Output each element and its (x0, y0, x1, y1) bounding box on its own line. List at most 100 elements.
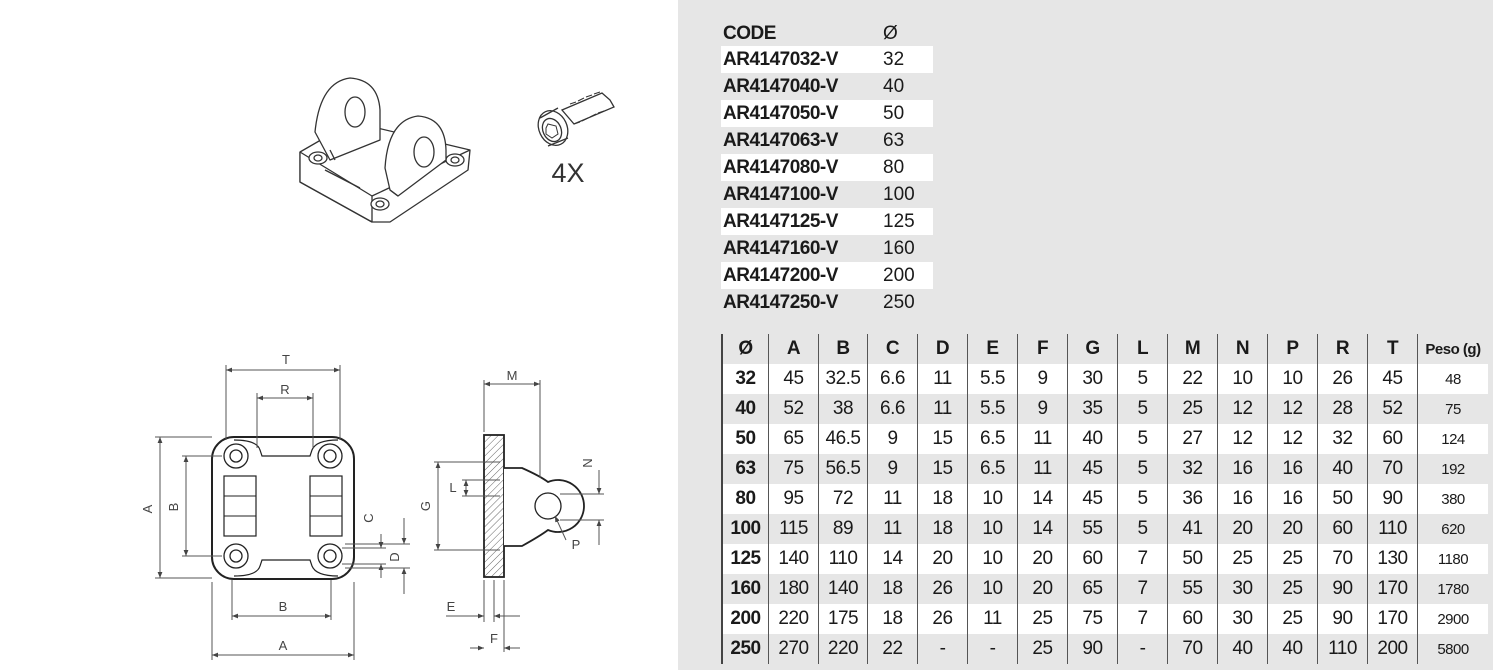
code-cell: AR4147125-V (721, 208, 881, 235)
dim-cell: 50 (1317, 484, 1368, 514)
dim-cell: 30 (1217, 604, 1268, 634)
dim-label-B-bottom: B (279, 599, 288, 614)
dim-cell: 380 (1417, 484, 1488, 514)
dim-header-cell: E (967, 334, 1018, 364)
code-cell: AR4147032-V (721, 46, 881, 73)
dim-header-cell: F (1017, 334, 1068, 364)
dim-label-T: T (282, 352, 290, 367)
dim-label-A-side: A (140, 504, 155, 513)
dim-label-R: R (280, 382, 289, 397)
dim-cell: 5 (1117, 514, 1168, 544)
dim-cell: 11 (917, 394, 968, 424)
dim-header-cell: M (1167, 334, 1218, 364)
dim-cell: 620 (1417, 514, 1488, 544)
dim-cell: 25 (1217, 544, 1268, 574)
dim-cell: 45 (768, 364, 819, 394)
dim-cell: 115 (768, 514, 819, 544)
dim-row-diameter: 32 (721, 364, 769, 394)
code-cell: AR4147100-V (723, 184, 838, 205)
dim-cell: 25 (1017, 604, 1068, 634)
dim-cell: 90 (1317, 574, 1368, 604)
dim-header-cell: G (1067, 334, 1118, 364)
dim-cell: 90 (1067, 634, 1118, 664)
dim-cell: 10 (1267, 364, 1318, 394)
dim-cell: 46.5 (818, 424, 868, 454)
dim-row-diameter: 160 (721, 574, 769, 604)
dim-cell: 16 (1267, 454, 1318, 484)
dim-cell: 175 (818, 604, 868, 634)
dim-cell: 20 (1017, 574, 1068, 604)
bracket-side-view (483, 434, 585, 578)
technical-drawing: 4X (140, 77, 615, 660)
dim-cell: 18 (867, 574, 918, 604)
code-cell: AR4147050-V (721, 100, 881, 127)
dim-cell: 12 (1267, 424, 1318, 454)
dim-cell: 50 (1167, 544, 1218, 574)
dim-cell: 130 (1367, 544, 1418, 574)
dim-cell: 75 (768, 454, 819, 484)
dim-header-cell: Peso (g) (1417, 334, 1488, 364)
dim-cell: 60 (1367, 424, 1418, 454)
dim-cell: 5800 (1417, 634, 1488, 664)
diameter-cell: 100 (883, 184, 915, 205)
dim-cell: 170 (1367, 574, 1418, 604)
dim-cell: 40 (1267, 634, 1318, 664)
code-cell: AR4147063-V (723, 130, 838, 151)
dim-cell: - (917, 634, 968, 664)
diameter-cell: 80 (881, 154, 933, 181)
dim-label-N: N (580, 458, 595, 467)
dim-header-cell: C (867, 334, 918, 364)
dim-cell: 11 (917, 364, 968, 394)
code-row: AR4147100-V 100 (721, 181, 933, 208)
dim-label-B-side: B (166, 503, 181, 512)
dim-cell: 75 (1417, 394, 1488, 424)
dim-label-L: L (449, 480, 456, 495)
dim-cell: 5 (1117, 484, 1168, 514)
bracket-front-view (211, 436, 355, 580)
dim-label-C: C (361, 513, 376, 522)
dim-cell: 70 (1367, 454, 1418, 484)
code-cell: AR4147200-V (721, 262, 881, 289)
dim-cell: 110 (1317, 634, 1368, 664)
dim-cell: 95 (768, 484, 819, 514)
dim-cell: 20 (1017, 544, 1068, 574)
dim-row-diameter: 40 (721, 394, 769, 424)
dim-cell: 32 (1317, 424, 1368, 454)
dim-cell: 180 (768, 574, 819, 604)
dim-cell: 1780 (1417, 574, 1488, 604)
dim-cell: 7 (1117, 574, 1168, 604)
dim-cell: 55 (1067, 514, 1118, 544)
dim-cell: 56.5 (818, 454, 868, 484)
dim-label-F: F (490, 631, 498, 646)
dim-cell: 52 (1367, 394, 1418, 424)
dim-cell: 170 (1367, 604, 1418, 634)
dim-cell: 1180 (1417, 544, 1488, 574)
diameter-cell: 50 (881, 100, 933, 127)
dim-cell: 65 (768, 424, 819, 454)
dim-cell: 55 (1167, 574, 1218, 604)
dim-cell: 72 (818, 484, 868, 514)
dim-cell: 25 (1017, 634, 1068, 664)
dim-cell: 12 (1217, 394, 1268, 424)
dim-cell: 38 (818, 394, 868, 424)
dim-cell: 270 (768, 634, 819, 664)
dim-cell: 124 (1417, 424, 1488, 454)
diameter-cell: 40 (883, 76, 905, 97)
dim-cell: 90 (1367, 484, 1418, 514)
dim-cell: 48 (1417, 364, 1488, 394)
dim-cell: 36 (1167, 484, 1218, 514)
dim-cell: 28 (1317, 394, 1368, 424)
dim-cell: 70 (1167, 634, 1218, 664)
dim-cell: 22 (867, 634, 918, 664)
